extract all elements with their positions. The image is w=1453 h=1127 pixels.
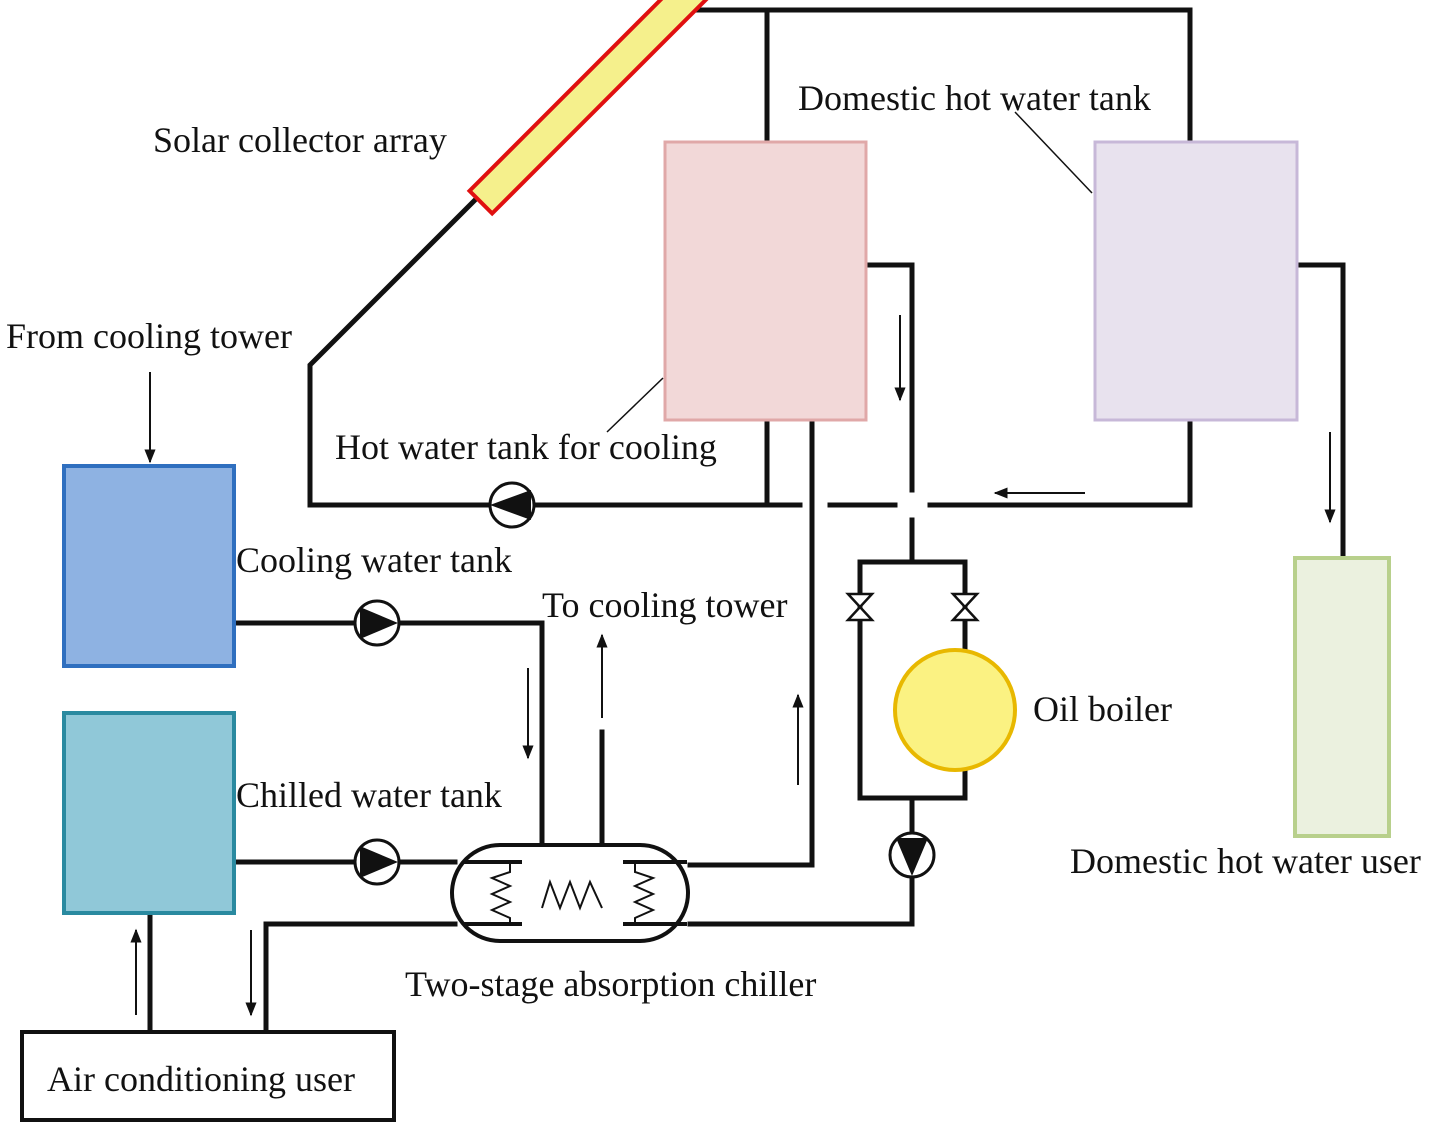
leader-dhw-tank — [1014, 111, 1093, 194]
pump-cooling-water — [353, 599, 401, 647]
solar-collector — [466, 0, 743, 217]
air-conditioning-user-box — [20, 1030, 396, 1122]
cooling-water-tank — [62, 464, 236, 668]
chilled-water-tank — [62, 711, 236, 915]
label-chilled-water-tank: Chilled water tank — [236, 775, 502, 815]
valve-left — [845, 592, 875, 622]
label-from-cooling-tower: From cooling tower — [6, 316, 292, 356]
oil-boiler — [893, 648, 1017, 772]
label-hot-water-tank-for-cooling: Hot water tank for cooling — [335, 427, 717, 467]
pump-chilled-water — [353, 838, 401, 886]
label-domestic-hot-water-tank: Domestic hot water tank — [798, 78, 1151, 118]
label-cooling-water-tank: Cooling water tank — [236, 540, 512, 580]
label-solar-collector-array: Solar collector array — [153, 120, 447, 160]
label-two-stage-absorption-chiller: Two-stage absorption chiller — [405, 964, 816, 1004]
domestic-hot-water-tank — [1093, 140, 1299, 422]
leader-hot-tank — [606, 377, 664, 433]
absorption-chiller — [450, 843, 690, 943]
label-domestic-hot-water-user: Domestic hot water user — [1070, 841, 1421, 881]
hot-water-tank-for-cooling — [663, 140, 868, 422]
label-to-cooling-tower: To cooling tower — [542, 585, 787, 625]
pump-solar-loop — [488, 481, 536, 529]
valve-right — [950, 592, 980, 622]
pump-boiler — [888, 831, 936, 879]
flow-arrows — [130, 315, 1336, 1017]
domestic-hot-water-user-tank — [1293, 556, 1391, 838]
label-oil-boiler: Oil boiler — [1033, 689, 1172, 729]
label-air-conditioning-user: Air conditioning user — [47, 1059, 355, 1099]
